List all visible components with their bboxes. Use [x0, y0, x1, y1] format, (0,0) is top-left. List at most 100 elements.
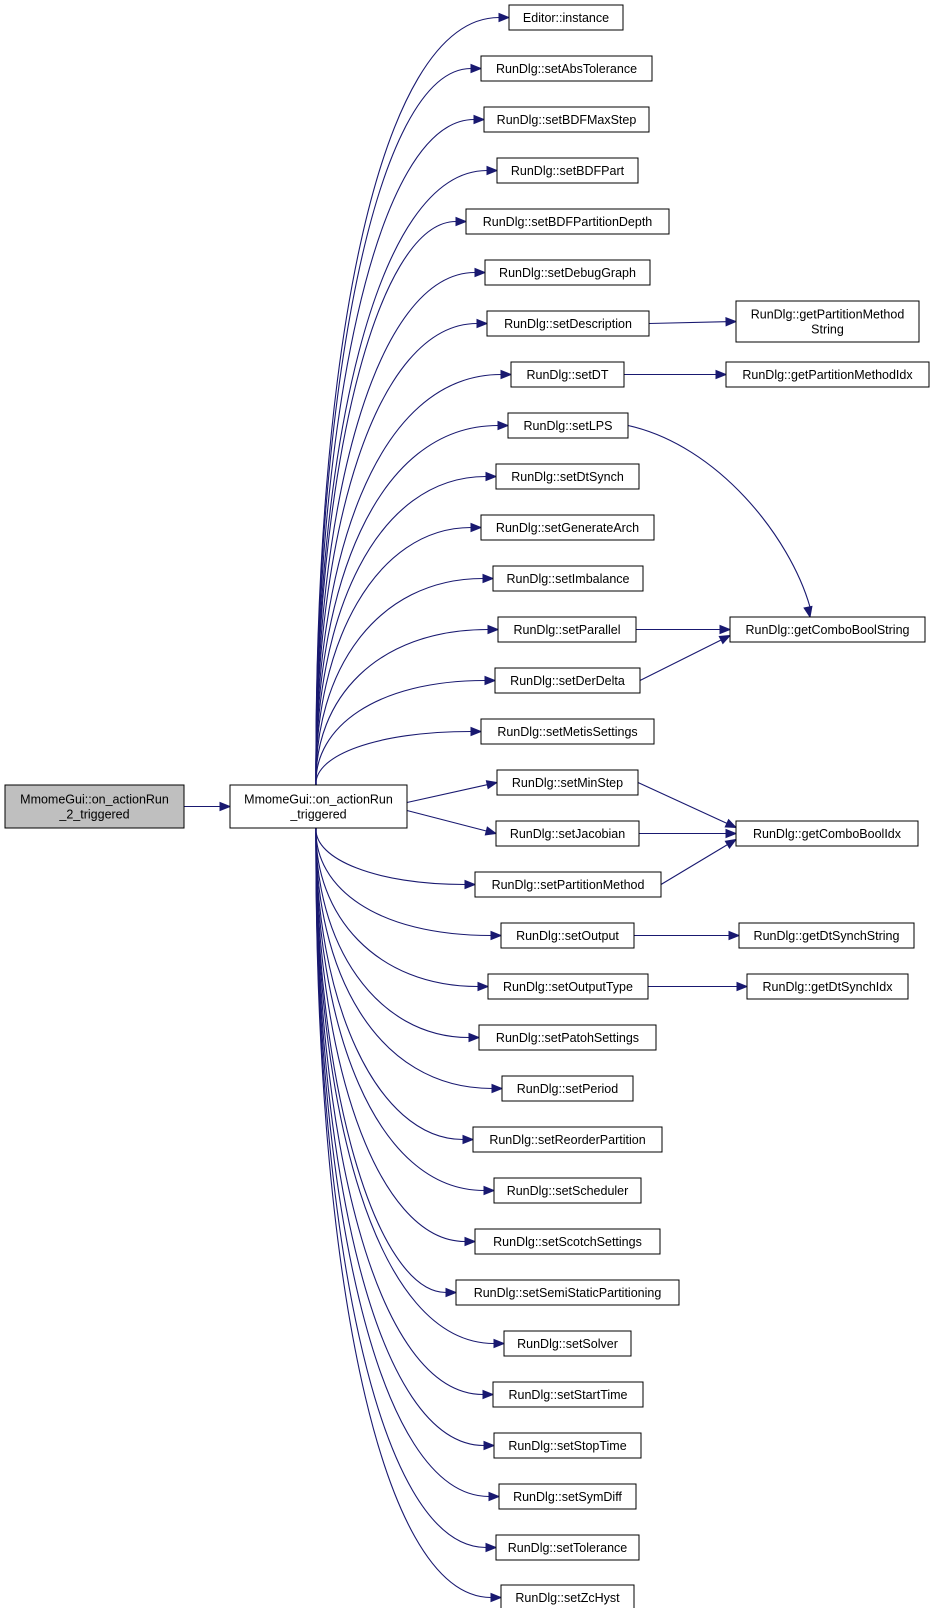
node-label: RunDlg::setDebugGraph — [499, 266, 636, 280]
edge-main-to-editor-instance — [315, 12, 511, 786]
node-set-lps[interactable]: RunDlg::setLPS — [507, 412, 629, 439]
node-label: MmomeGui::on_actionRun — [244, 793, 393, 807]
node-label: RunDlg::getComboBoolString — [746, 623, 910, 637]
node-box — [738, 922, 915, 949]
node-set-parallel[interactable]: RunDlg::setParallel — [497, 616, 637, 643]
node-label: _2_triggered — [58, 808, 129, 822]
edge-set-dt-to-get-partition-method-idx — [624, 369, 728, 380]
edge-main-to-set-generate-arch — [315, 522, 483, 786]
node-set-sym-diff[interactable]: RunDlg::setSymDiff — [498, 1483, 637, 1510]
node-box — [729, 616, 926, 643]
node-box — [492, 565, 644, 592]
edge-set-description-to-get-partition-method-string — [648, 317, 738, 327]
node-label: RunDlg::setMinStep — [512, 776, 623, 790]
edge-main-to-set-imbalance — [315, 573, 495, 786]
node-set-period[interactable]: RunDlg::setPeriod — [501, 1075, 634, 1102]
node-set-semi-static-partitioning[interactable]: RunDlg::setSemiStaticPartitioning — [455, 1279, 680, 1306]
node-set-generate-arch[interactable]: RunDlg::setGenerateArch — [480, 514, 655, 541]
node-get-combo-bool-idx[interactable]: RunDlg::getComboBoolIdx — [735, 820, 919, 847]
node-box — [229, 784, 408, 829]
node-set-zc-hyst[interactable]: RunDlg::setZcHyst — [500, 1584, 635, 1608]
node-set-bdfpartition-depth[interactable]: RunDlg::setBDFPartitionDepth — [465, 208, 670, 235]
node-set-min-step[interactable]: RunDlg::setMinStep — [496, 769, 639, 796]
node-box — [735, 300, 920, 343]
edge-main-to-set-min-step — [406, 780, 499, 804]
node-box — [484, 259, 651, 286]
edge-main-to-set-debug-graph — [315, 267, 487, 786]
node-editor-instance[interactable]: Editor::instance — [508, 4, 624, 31]
node-set-patoh-settings[interactable]: RunDlg::setPatohSettings — [478, 1024, 657, 1051]
node-set-dt-synch[interactable]: RunDlg::setDtSynch — [495, 463, 640, 490]
node-set-reorder-partition[interactable]: RunDlg::setReorderPartition — [472, 1126, 663, 1153]
node-set-solver[interactable]: RunDlg::setSolver — [503, 1330, 632, 1357]
node-box — [4, 784, 185, 829]
edge-set-output-type-to-get-dt-synch-idx — [648, 981, 749, 992]
edge-main-to-set-abs-tolerance — [315, 63, 483, 786]
node-label: RunDlg::setStopTime — [508, 1439, 626, 1453]
node-set-partition-method[interactable]: RunDlg::setPartitionMethod — [474, 871, 662, 898]
edge-main-to-set-dt — [315, 369, 513, 786]
node-set-output-type[interactable]: RunDlg::setOutputType — [487, 973, 649, 1000]
edge-set-der-delta-to-get-combo-bool-string — [639, 634, 732, 681]
node-set-imbalance[interactable]: RunDlg::setImbalance — [492, 565, 644, 592]
node-box — [735, 820, 919, 847]
node-box — [496, 157, 639, 184]
node-box — [510, 361, 625, 388]
edge-set-output-to-get-dt-synch-string — [634, 930, 741, 941]
node-label: RunDlg::getPartitionMethod — [751, 308, 905, 322]
node-set-abs-tolerance[interactable]: RunDlg::setAbsTolerance — [480, 55, 653, 82]
node-box — [500, 1584, 635, 1608]
edge-root-to-main — [184, 801, 232, 812]
node-label: RunDlg::setScotchSettings — [493, 1235, 642, 1249]
node-set-output[interactable]: RunDlg::setOutput — [500, 922, 635, 949]
node-set-dt[interactable]: RunDlg::setDT — [510, 361, 625, 388]
node-box — [495, 1534, 640, 1561]
node-set-scheduler[interactable]: RunDlg::setScheduler — [493, 1177, 642, 1204]
edge-main-to-set-description — [315, 318, 489, 786]
node-label: RunDlg::setTolerance — [508, 1541, 628, 1555]
node-set-bdfmax-step[interactable]: RunDlg::setBDFMaxStep — [483, 106, 650, 133]
node-label: RunDlg::setPartitionMethod — [492, 878, 645, 892]
node-set-start-time[interactable]: RunDlg::setStartTime — [492, 1381, 644, 1408]
node-box — [493, 1432, 642, 1459]
node-get-dt-synch-string[interactable]: RunDlg::getDtSynchString — [738, 922, 915, 949]
node-set-debug-graph[interactable]: RunDlg::setDebugGraph — [484, 259, 651, 286]
node-label: RunDlg::setZcHyst — [515, 1591, 620, 1605]
edge-main-to-set-semi-static-partitioning — [315, 827, 458, 1298]
node-set-bdfpart[interactable]: RunDlg::setBDFPart — [496, 157, 639, 184]
node-box — [503, 1330, 632, 1357]
edge-set-min-step-to-get-combo-bool-idx — [637, 782, 738, 829]
node-set-stop-time[interactable]: RunDlg::setStopTime — [493, 1432, 642, 1459]
node-set-description[interactable]: RunDlg::setDescription — [486, 310, 650, 337]
node-label: _triggered — [289, 808, 346, 822]
node-label: RunDlg::setPeriod — [517, 1082, 618, 1096]
node-label: RunDlg::setLPS — [524, 419, 613, 433]
nodes: MmomeGui::on_actionRun_2_triggeredMmomeG… — [4, 4, 930, 1608]
edge-main-to-set-scheduler — [315, 827, 496, 1196]
node-label: RunDlg::setSemiStaticPartitioning — [474, 1286, 662, 1300]
node-get-partition-method-idx[interactable]: RunDlg::getPartitionMethodIdx — [725, 361, 930, 388]
node-label: RunDlg::getDtSynchIdx — [763, 980, 894, 994]
node-label: RunDlg::setBDFPartitionDepth — [483, 215, 653, 229]
node-set-jacobian[interactable]: RunDlg::setJacobian — [495, 820, 640, 847]
node-set-tolerance[interactable]: RunDlg::setTolerance — [495, 1534, 640, 1561]
edge-main-to-set-patoh-settings — [315, 827, 481, 1043]
edge-main-to-set-der-delta — [315, 675, 497, 786]
edge-main-to-set-metis-settings — [315, 726, 483, 786]
node-label: RunDlg::setReorderPartition — [489, 1133, 645, 1147]
node-set-der-delta[interactable]: RunDlg::setDerDelta — [494, 667, 641, 694]
node-label: RunDlg::setDerDelta — [510, 674, 625, 688]
node-get-combo-bool-string[interactable]: RunDlg::getComboBoolString — [729, 616, 926, 643]
node-box — [725, 361, 930, 388]
node-box — [746, 973, 909, 1000]
node-get-dt-synch-idx[interactable]: RunDlg::getDtSynchIdx — [746, 973, 909, 1000]
node-set-scotch-settings[interactable]: RunDlg::setScotchSettings — [474, 1228, 661, 1255]
edge-set-lps-to-get-combo-bool-string — [627, 424, 813, 619]
node-set-metis-settings[interactable]: RunDlg::setMetisSettings — [480, 718, 655, 745]
node-box — [480, 718, 655, 745]
node-box — [496, 769, 639, 796]
node-main[interactable]: MmomeGui::on_actionRun_triggered — [229, 784, 408, 829]
node-root[interactable]: MmomeGui::on_actionRun_2_triggered — [4, 784, 185, 829]
